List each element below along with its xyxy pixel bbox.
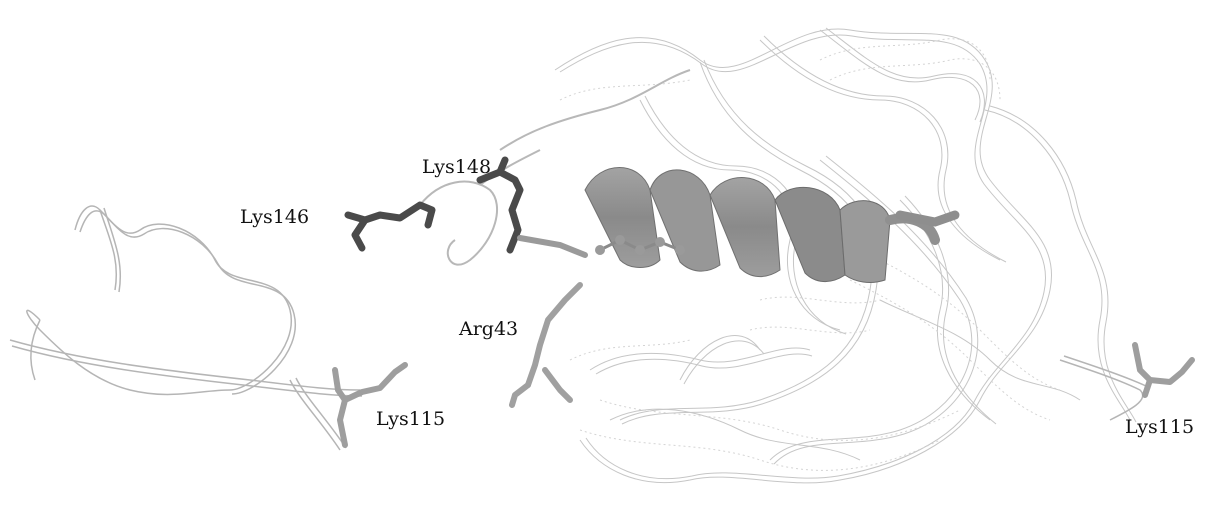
right-stub-ribbons: [1060, 356, 1146, 420]
lys115-right-side-chain: [1135, 345, 1192, 395]
lys146-side-chain: [348, 205, 432, 248]
ball-and-stick-ligand: [520, 235, 685, 255]
arg43-side-chain: [512, 285, 580, 405]
central-alpha-helix: [585, 168, 935, 283]
label-lys115-right: Lys115: [1125, 418, 1194, 437]
left-domain-ribbons: [10, 206, 362, 450]
lys115-left-side-chain: [335, 365, 405, 445]
label-lys148: Lys148: [422, 158, 491, 177]
label-lys146: Lys146: [240, 208, 309, 227]
helix-end-stub: [900, 215, 955, 222]
label-arg43: Arg43: [459, 320, 518, 339]
label-lys115-left: Lys115: [376, 410, 445, 429]
